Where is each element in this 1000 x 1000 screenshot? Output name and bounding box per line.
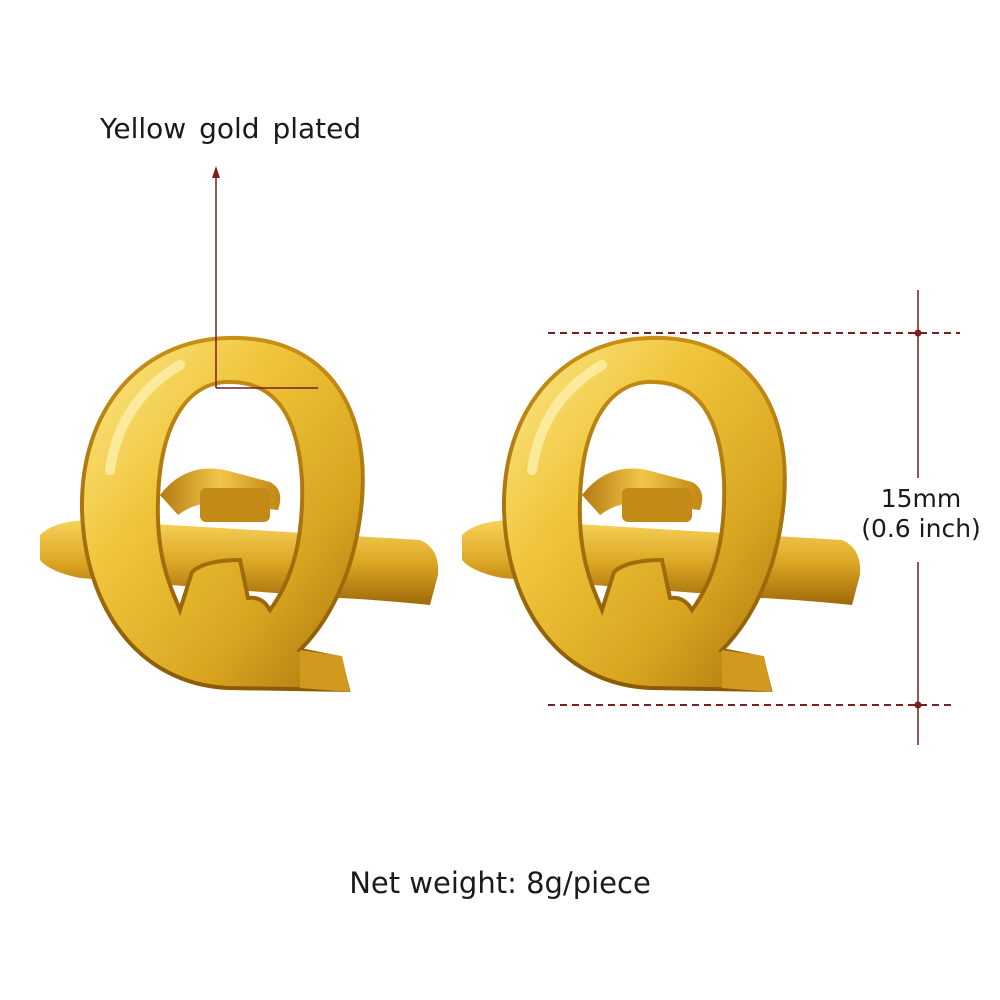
size-inch-text: (0.6 inch) <box>861 514 981 543</box>
cufflink-right-letter <box>501 335 787 693</box>
cufflink-left <box>40 335 439 693</box>
size-dimension <box>548 290 960 745</box>
cufflink-left-hinge <box>200 488 270 522</box>
size-label: 15mm (0.6 inch) <box>852 484 990 544</box>
plating-label: Yellow gold plated <box>100 112 362 145</box>
size-mm-text: 15mm <box>880 484 962 513</box>
weight-label: Net weight: 8g/piece <box>349 866 651 900</box>
cufflink-right <box>462 335 861 693</box>
plating-pointer <box>212 166 318 389</box>
cufflink-right-hinge <box>622 488 692 522</box>
cufflink-right-tail <box>722 650 772 692</box>
cufflink-left-tail <box>300 650 350 692</box>
cufflink-left-letter <box>79 335 365 693</box>
